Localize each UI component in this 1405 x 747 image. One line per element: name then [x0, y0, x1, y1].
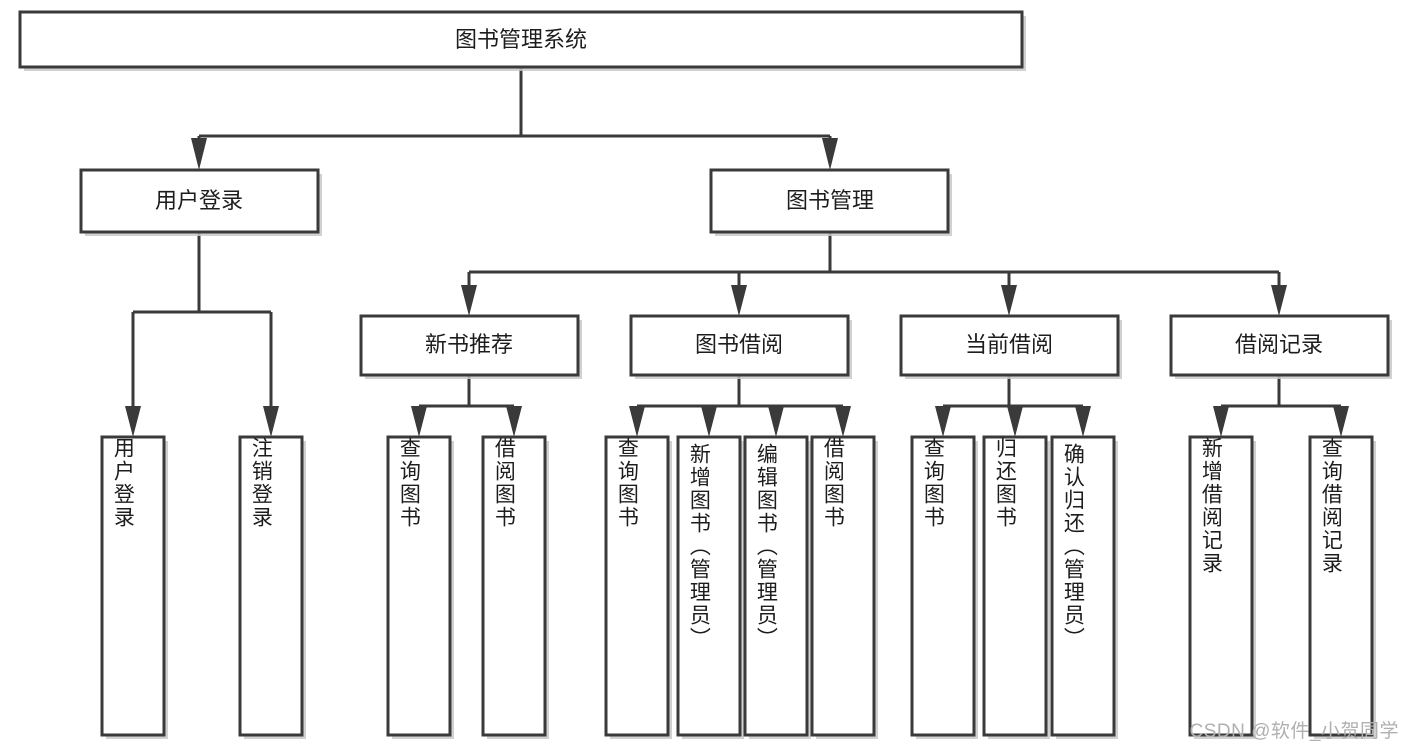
- node-root-label: 图书管理系统: [455, 27, 587, 52]
- node-new-book-recommend[interactable]: 新书推荐: [359, 314, 582, 379]
- leaf-query-book-2-box[interactable]: [604, 435, 670, 737]
- connector-group-root: [191, 67, 838, 170]
- leaf-logout-box[interactable]: [238, 435, 304, 737]
- connector-group-borrow-record: [1213, 375, 1349, 437]
- leaf-borrow-book-1-box[interactable]: [481, 435, 547, 737]
- arrow-head-leaf-user-login: [125, 406, 141, 437]
- node-borrow-record-label: 借阅记录: [1235, 332, 1323, 357]
- node-book-borrow-box[interactable]: [629, 314, 850, 377]
- node-root[interactable]: 图书管理系统: [18, 10, 1026, 71]
- connector-group-book-management: [461, 232, 1287, 316]
- node-user-login-label: 用户登录: [155, 188, 243, 213]
- arrow-head-leaf-borrow-book-1: [506, 406, 522, 437]
- node-book-borrow-label: 图书借阅: [695, 332, 783, 357]
- arrow-head-book-management: [822, 138, 838, 170]
- leaf-query-book-3-box[interactable]: [910, 435, 976, 737]
- leaf-box-group: [100, 435, 1376, 739]
- node-book-management[interactable]: 图书管理: [709, 168, 952, 236]
- leaf-query-book-1-box[interactable]: [386, 435, 452, 737]
- node-user-login[interactable]: 用户登录: [79, 168, 322, 236]
- connector-group-book-borrow: [629, 375, 851, 437]
- connector-group-current-borrow: [935, 375, 1091, 437]
- arrow-head-leaf-query-book-2: [629, 406, 645, 437]
- node-user-login-box[interactable]: [79, 168, 320, 234]
- arrow-head-user-login: [191, 138, 207, 170]
- leaf-user-login-box[interactable]: [100, 435, 166, 737]
- arrow-head-leaf-confirm-return: [1075, 406, 1091, 437]
- leaf-borrow-book-2-box[interactable]: [810, 435, 876, 737]
- leaf-query-record-box[interactable]: [1308, 435, 1374, 737]
- arrow-head-leaf-logout: [263, 406, 279, 437]
- leaf-edit-book-box[interactable]: [743, 435, 809, 737]
- arrow-head-leaf-add-record: [1213, 406, 1229, 437]
- arrow-head-leaf-query-book-1: [411, 406, 427, 437]
- leaf-add-book-box[interactable]: [676, 435, 742, 737]
- leaf-confirm-return-box[interactable]: [1050, 435, 1116, 737]
- leaf-add-record-box[interactable]: [1188, 435, 1254, 737]
- node-root-box[interactable]: [18, 10, 1024, 69]
- node-book-management-label: 图书管理: [786, 188, 874, 213]
- arrow-head-leaf-query-record: [1333, 406, 1349, 437]
- node-current-borrow[interactable]: 当前借阅: [899, 314, 1122, 379]
- node-book-management-box[interactable]: [709, 168, 950, 234]
- arrow-head-leaf-borrow-book-2: [835, 406, 851, 437]
- node-new-book-recommend-box[interactable]: [359, 314, 580, 377]
- connector-group-new-book-recommend: [411, 375, 522, 437]
- node-new-book-recommend-label: 新书推荐: [425, 332, 513, 357]
- node-borrow-record-box[interactable]: [1169, 314, 1390, 377]
- connector-group-user-login: [125, 232, 279, 437]
- node-borrow-record[interactable]: 借阅记录: [1169, 314, 1392, 379]
- arrow-head-book-borrow: [731, 285, 747, 316]
- arrow-head-current-borrow: [1001, 285, 1017, 316]
- watermark-text: CSDN @软件_小贺同学: [1189, 721, 1399, 742]
- arrow-head-leaf-query-book-3: [935, 406, 951, 437]
- node-current-borrow-label: 当前借阅: [965, 332, 1053, 357]
- arrow-head-leaf-edit-book: [768, 406, 784, 437]
- arrow-head-leaf-add-book: [701, 406, 717, 437]
- node-current-borrow-box[interactable]: [899, 314, 1120, 377]
- arrow-head-borrow-record: [1271, 285, 1287, 316]
- arrow-head-leaf-return-book: [1007, 406, 1023, 437]
- leaf-return-book-box[interactable]: [982, 435, 1048, 737]
- node-book-borrow[interactable]: 图书借阅: [629, 314, 852, 379]
- arrow-head-new-book-recommend: [461, 285, 477, 316]
